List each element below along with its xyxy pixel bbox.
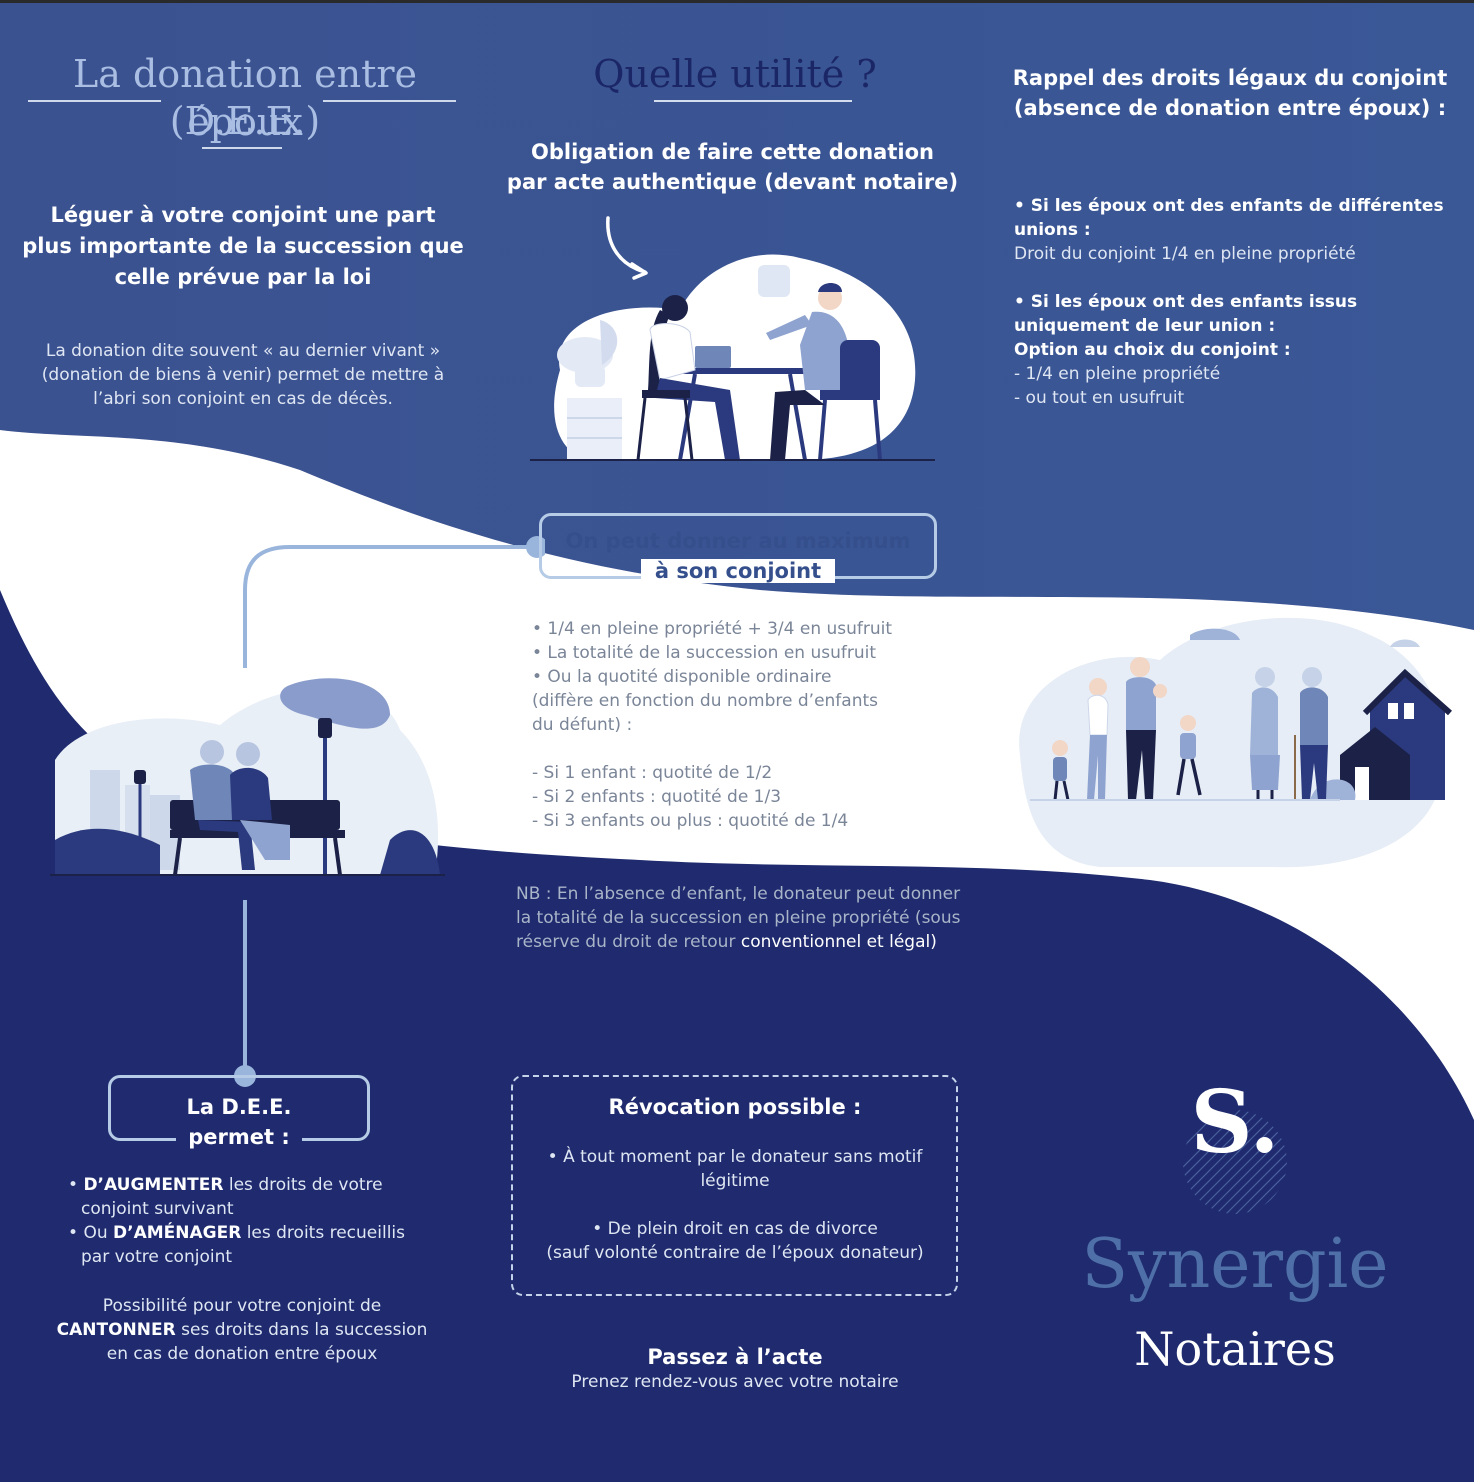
- permet-box-line2: permet :: [176, 1125, 302, 1149]
- title-underline: [323, 100, 456, 102]
- cantonner-line1: Possibilité pour votre conjoint de: [102, 1296, 382, 1316]
- revocation-item1-line2: légitime: [700, 1171, 770, 1191]
- nb-emphasis: conventionnel et légal): [740, 932, 937, 952]
- left-headline: Léguer à votre conjoint une part plus im…: [22, 203, 464, 289]
- left-paragraph: La donation dite souvent « au dernier vi…: [41, 341, 445, 409]
- brand-name: Synergie: [1081, 1225, 1389, 1304]
- revocation-item2-line1: • De plein droit en cas de divorce: [592, 1219, 878, 1239]
- quotite-item: - Si 2 enfants : quotité de 1/3: [532, 787, 782, 807]
- connector-line: [243, 536, 545, 668]
- quotite-item: - Si 3 enfants ou plus : quotité de 1/4: [532, 811, 849, 831]
- connector-line: [234, 900, 256, 1087]
- maximum-bullet: • 1/4 en pleine propriété + 3/4 en usufr…: [532, 619, 893, 639]
- nb-line: réserve du droit de retour: [516, 932, 741, 952]
- title-underline: [28, 100, 161, 102]
- family-illustration: [1019, 617, 1452, 868]
- brand-sub: Notaires: [1134, 1322, 1336, 1376]
- revocation-box: [511, 1075, 958, 1296]
- cta-subtitle: Prenez rendez-vous avec votre notaire: [571, 1372, 899, 1392]
- title-underline: [202, 147, 282, 149]
- maximum-bullet: du défunt) :: [532, 715, 633, 735]
- right-title-line2: (absence de donation entre époux) :: [1013, 96, 1447, 120]
- cantonner-text: ses droits dans la succession: [175, 1320, 428, 1340]
- permet-item2-prefix: Ou: [83, 1223, 113, 1243]
- permet-item1-emphasis: D’AUGMENTER: [83, 1175, 224, 1195]
- rights-case2-option: Option au choix du conjoint :: [1014, 340, 1291, 360]
- curved-arrow-icon: [606, 216, 648, 280]
- brand-monogram: S.: [1190, 1072, 1280, 1173]
- revocation-item1-line1: • À tout moment par le donateur sans mot…: [547, 1147, 923, 1167]
- left-title-line2: (D.E.E.): [169, 99, 321, 143]
- maximum-bullet: • Ou la quotité disponible ordinaire: [532, 667, 832, 687]
- center-headline-line2: par acte authentique (devant notaire): [506, 170, 959, 194]
- permet-box-line1: La D.E.E.: [186, 1095, 292, 1119]
- rights-case2-opt1: - 1/4 en pleine propriété: [1014, 364, 1221, 384]
- rights-case1-heading: • Si les époux ont des enfants de différ…: [1014, 196, 1444, 240]
- permet-item2-text: les droits recueillis: [241, 1223, 406, 1243]
- revocation-title: Révocation possible :: [608, 1095, 862, 1119]
- center-title: Quelle utilité ?: [593, 52, 877, 96]
- permet-item2-line2: par votre conjoint: [81, 1247, 233, 1267]
- nb-line: la totalité de la succession en pleine p…: [516, 908, 961, 928]
- cantonner-line3: en cas de donation entre époux: [106, 1344, 378, 1364]
- maximum-bullet: • La totalité de la succession en usufru…: [532, 643, 877, 663]
- left-title-line1: La donation entre époux: [72, 52, 418, 144]
- rights-case2-heading: • Si les époux ont des enfants issus uni…: [1014, 292, 1358, 336]
- permet-item2-emphasis: D’AMÉNAGER: [113, 1223, 242, 1243]
- elderly-couple-illustration: [50, 678, 445, 876]
- rights-case1-text: Droit du conjoint 1/4 en pleine propriét…: [1014, 244, 1356, 264]
- nb-line: NB : En l’absence d’enfant, le donateur …: [516, 884, 961, 904]
- revocation-item2-line2: (sauf volonté contraire de l’époux donat…: [546, 1243, 924, 1263]
- maximum-box-line2: à son conjoint: [640, 559, 836, 583]
- maximum-box-line1: On peut donner au maximum: [565, 529, 911, 553]
- brand-circle-pattern: [1183, 1110, 1287, 1214]
- rights-case2-opt2: - ou tout en usufruit: [1014, 388, 1185, 408]
- cta-title[interactable]: Passez à l’acte: [647, 1345, 823, 1369]
- cantonner-emphasis: CANTONNER: [56, 1320, 176, 1340]
- permet-item1-text: les droits de votre: [223, 1175, 383, 1195]
- title-underline: [654, 100, 852, 102]
- center-headline-line1: Obligation de faire cette donation: [531, 140, 934, 164]
- notary-meeting-illustration: [530, 254, 935, 461]
- maximum-bullet: (diffère en fonction du nombre d’enfants: [532, 691, 879, 711]
- permet-item1-line2: conjoint survivant: [81, 1199, 234, 1219]
- quotite-item: - Si 1 enfant : quotité de 1/2: [532, 763, 773, 783]
- right-title-line1: Rappel des droits légaux du conjoint: [1012, 66, 1448, 90]
